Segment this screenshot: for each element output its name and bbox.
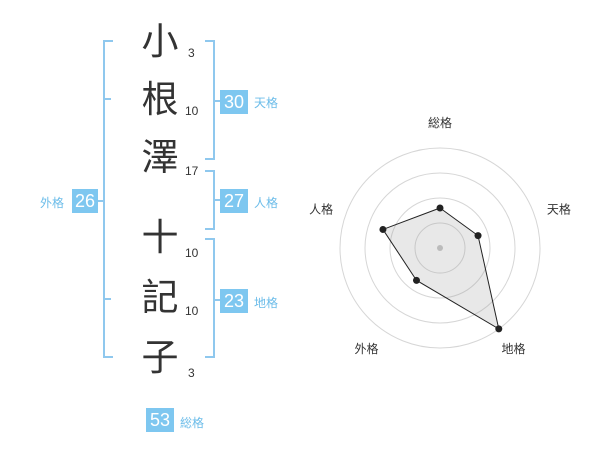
name-char-6: 子 <box>141 336 179 379</box>
stroke-count-3: 17 <box>185 164 199 178</box>
radar-axis-label-4: 人格 <box>309 201 333 216</box>
jinkaku-label: 人格 <box>254 196 279 210</box>
radar-point-3 <box>412 276 420 284</box>
tenkaku-label: 天格 <box>254 96 279 110</box>
name-char-1: 小 <box>141 20 179 63</box>
name-char-5: 記 <box>141 276 179 319</box>
radar-center-dot <box>437 245 443 251</box>
soukaku-label: 総格 <box>180 416 205 430</box>
radar-point-2 <box>495 325 503 333</box>
stroke-count-5: 10 <box>185 304 199 318</box>
stroke-count-6: 3 <box>188 366 195 380</box>
radar-point-0 <box>436 204 444 212</box>
gaikaku-value: 26 <box>72 189 98 213</box>
name-char-4: 十 <box>141 216 179 259</box>
radar-axis-label-1: 天格 <box>547 201 571 216</box>
radar-series-area <box>382 207 500 330</box>
chikaku-label: 地格 <box>254 296 279 310</box>
radar-axis-label-3: 外格 <box>355 341 379 356</box>
radar-axis-label-2: 地格 <box>501 341 525 356</box>
stroke-count-4: 10 <box>185 246 199 260</box>
chikaku-value: 23 <box>220 289 248 313</box>
radar-points <box>379 204 503 333</box>
stroke-count-1: 3 <box>188 46 195 60</box>
tenkaku-value: 30 <box>220 90 248 114</box>
gaikaku-label: 外格 <box>40 196 65 210</box>
radar-point-1 <box>474 232 482 240</box>
jinkaku-value: 27 <box>220 189 248 213</box>
stroke-count-2: 10 <box>185 104 199 118</box>
name-char-3: 澤 <box>141 136 179 179</box>
name-char-2: 根 <box>141 78 179 121</box>
radar-point-4 <box>379 225 387 233</box>
radar-axis-label-0: 総格 <box>428 115 452 130</box>
soukaku-value: 53 <box>146 408 174 432</box>
